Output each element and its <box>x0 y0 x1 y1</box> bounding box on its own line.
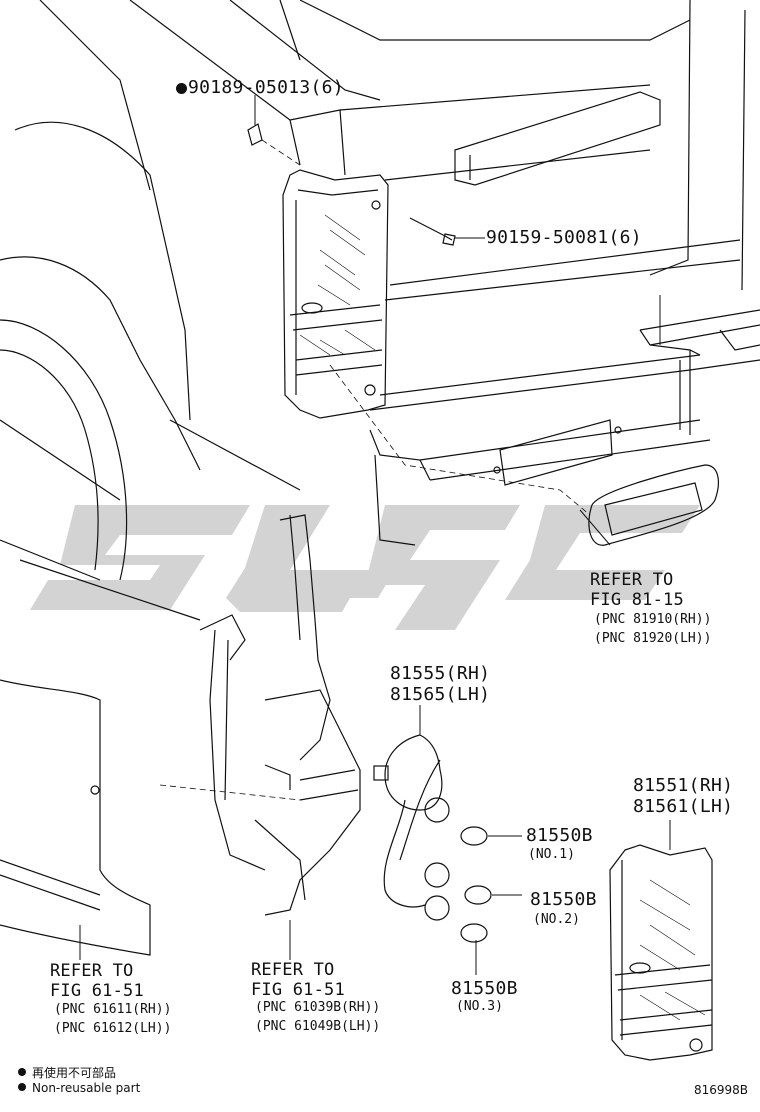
callout-lamp-lens-lh[interactable]: 81561(LH) <box>633 796 734 817</box>
figure-id: 816998B <box>694 1083 749 1097</box>
callout-bulb1-part[interactable]: 81550B <box>526 825 593 846</box>
callout-lamp-lens-rh[interactable]: 81551(RH) <box>633 775 734 796</box>
nonreusable-marker-icon <box>176 83 187 94</box>
ref-61-51-b-line1: REFER TO <box>251 960 335 980</box>
ref-61-51-a-line2[interactable]: FIG 61-51 <box>50 981 144 1001</box>
lens-hatching <box>299 214 706 1021</box>
ref-61-51-a-line1: REFER TO <box>50 961 134 981</box>
leader-lines <box>79 95 671 975</box>
ref-81-15-line1: REFER TO <box>590 570 674 590</box>
bullet-icon <box>18 1083 26 1091</box>
callout-bulb2-no: (NO.2) <box>533 912 580 927</box>
callout-bulb2-part[interactable]: 81550B <box>530 889 597 910</box>
callout-socket-lh[interactable]: 81565(LH) <box>390 684 491 705</box>
vehicle-body-lines <box>0 0 760 1061</box>
ref-61-51-b-line2[interactable]: FIG 61-51 <box>251 980 345 1000</box>
legend-jp: 再使用不可部品 <box>18 1064 116 1081</box>
ref-61-51-a-pnc-rh: (PNC 61611(RH)) <box>54 1002 172 1017</box>
ref-61-51-b-pnc-rh: (PNC 61039B(RH)) <box>255 1000 381 1015</box>
dashed-guides <box>159 139 591 801</box>
ref-81-15-line2[interactable]: FIG 81-15 <box>590 590 684 610</box>
callout-bulb3-no: (NO.3) <box>456 999 503 1014</box>
legend-en: Non-reusable part <box>18 1081 140 1095</box>
bullet-icon <box>18 1068 26 1076</box>
callout-nonreusable-bolt[interactable]: 90189-05013(6) <box>176 79 344 97</box>
ref-61-51-b-pnc-lh: (PNC 61049B(LH)) <box>255 1019 381 1034</box>
watermark-logo <box>30 505 700 630</box>
ref-81-15-pnc-rh: (PNC 81910(RH)) <box>594 612 712 627</box>
ref-61-51-a-pnc-lh: (PNC 61612(LH)) <box>54 1021 172 1036</box>
callout-bulb1-no: (NO.1) <box>528 847 575 862</box>
callout-socket-rh[interactable]: 81555(RH) <box>390 663 491 684</box>
callout-bulb3-part[interactable]: 81550B <box>451 978 518 999</box>
callout-screw[interactable]: 90159-50081(6) <box>486 227 642 248</box>
ref-81-15-pnc-lh: (PNC 81920(LH)) <box>594 631 712 646</box>
